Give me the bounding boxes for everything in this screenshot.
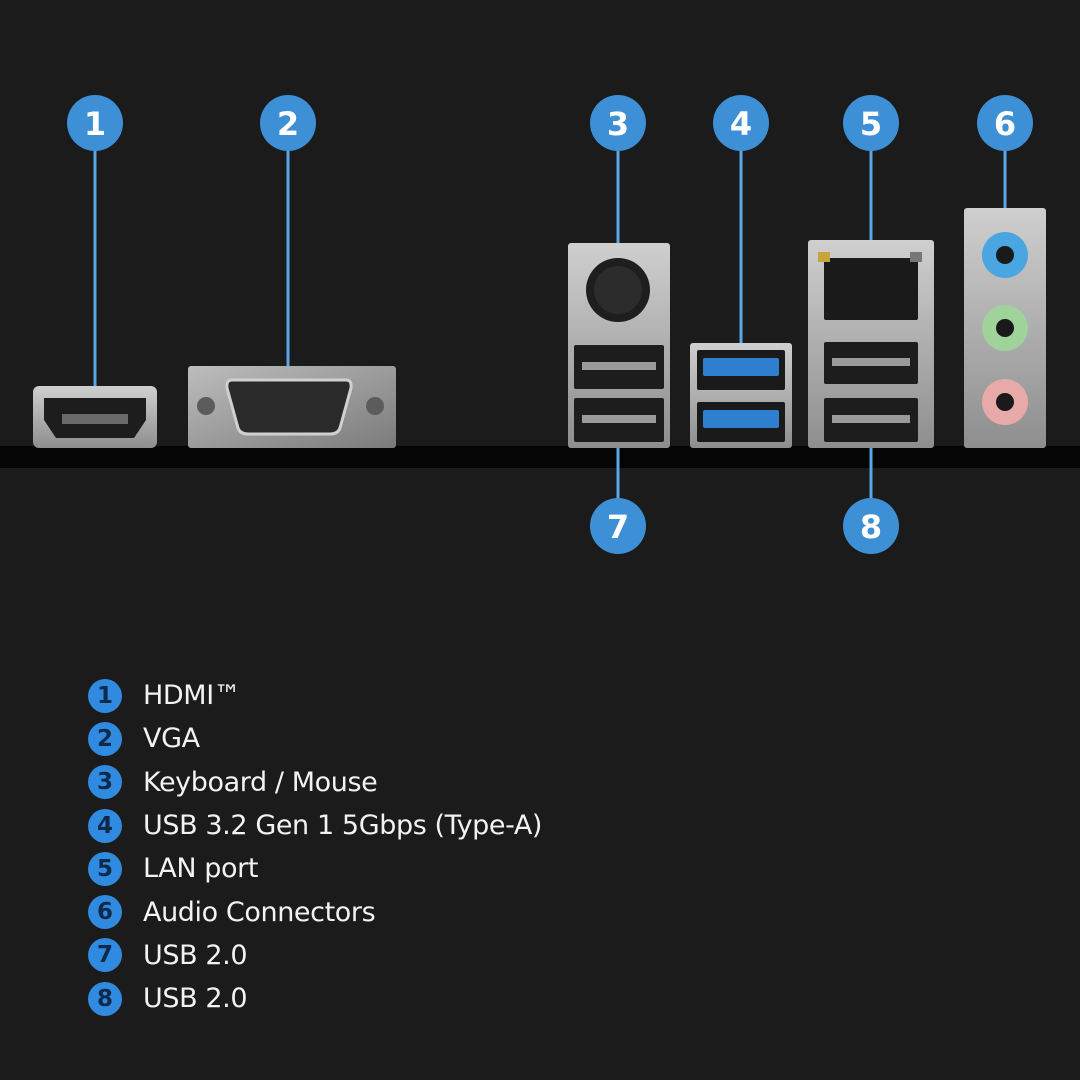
legend-badge: 8 bbox=[88, 981, 122, 1016]
rear-io-panel-diagram: 1 2 3 4 5 6 7 8 bbox=[0, 95, 1080, 554]
callout-number-7: 7 bbox=[607, 508, 629, 546]
usb3-tongue-lower bbox=[703, 410, 779, 428]
callout-5: 5 bbox=[843, 95, 899, 151]
legend-item-usb2-b: 8 USB 2.0 bbox=[88, 977, 542, 1020]
legend-badge: 6 bbox=[88, 895, 122, 930]
legend-badge: 5 bbox=[88, 851, 122, 886]
legend-badge: 1 bbox=[88, 678, 122, 713]
callout-number-1: 1 bbox=[84, 105, 106, 143]
callout-number-5: 5 bbox=[860, 105, 882, 143]
callout-number-3: 3 bbox=[607, 105, 629, 143]
audio-jacks bbox=[964, 208, 1046, 448]
callout-number-6: 6 bbox=[994, 105, 1016, 143]
legend-item-lan: 5 LAN port bbox=[88, 847, 542, 890]
legend-label: HDMI™ bbox=[143, 680, 241, 712]
callout-number-4: 4 bbox=[730, 105, 752, 143]
legend-item-usb2-a: 7 USB 2.0 bbox=[88, 934, 542, 977]
legend-item-vga: 2 VGA bbox=[88, 717, 542, 760]
legend-badge: 7 bbox=[88, 938, 122, 973]
callout-4: 4 bbox=[713, 95, 769, 151]
callout-number-2: 2 bbox=[277, 105, 299, 143]
callout-6: 6 bbox=[977, 95, 1033, 151]
legend-item-hdmi: 1 HDMI™ bbox=[88, 674, 542, 717]
callout-number-8: 8 bbox=[860, 508, 882, 546]
board-edge bbox=[0, 446, 1080, 468]
legend-label: VGA bbox=[143, 723, 200, 755]
legend-badge: 2 bbox=[88, 721, 122, 756]
callout-1: 1 bbox=[67, 95, 123, 151]
legend-label: LAN port bbox=[143, 853, 259, 885]
legend-item-usb3: 4 USB 3.2 Gen 1 5Gbps (Type-A) bbox=[88, 804, 542, 847]
callout-3: 3 bbox=[590, 95, 646, 151]
callout-8: 8 bbox=[843, 498, 899, 554]
port-legend: 1 HDMI™ 2 VGA 3 Keyboard / Mouse 4 USB 3… bbox=[88, 674, 542, 1020]
legend-label: Keyboard / Mouse bbox=[143, 766, 378, 798]
legend-badge: 3 bbox=[88, 765, 122, 800]
legend-label: USB 2.0 bbox=[143, 939, 248, 971]
vga-port bbox=[188, 366, 396, 448]
legend-item-audio: 6 Audio Connectors bbox=[88, 890, 542, 933]
lan-usb-stack bbox=[808, 240, 934, 448]
legend-label: Audio Connectors bbox=[143, 896, 376, 928]
legend-item-keyboard-mouse: 3 Keyboard / Mouse bbox=[88, 761, 542, 804]
callout-2: 2 bbox=[260, 95, 316, 151]
legend-label: USB 3.2 Gen 1 5Gbps (Type-A) bbox=[143, 810, 543, 842]
legend-label: USB 2.0 bbox=[143, 983, 248, 1015]
hdmi-port bbox=[33, 386, 157, 448]
legend-badge: 4 bbox=[88, 808, 122, 843]
usb3-stack bbox=[690, 343, 792, 448]
usb3-tongue-upper bbox=[703, 358, 779, 376]
ps2-usb-stack bbox=[568, 243, 670, 448]
callout-7: 7 bbox=[590, 498, 646, 554]
